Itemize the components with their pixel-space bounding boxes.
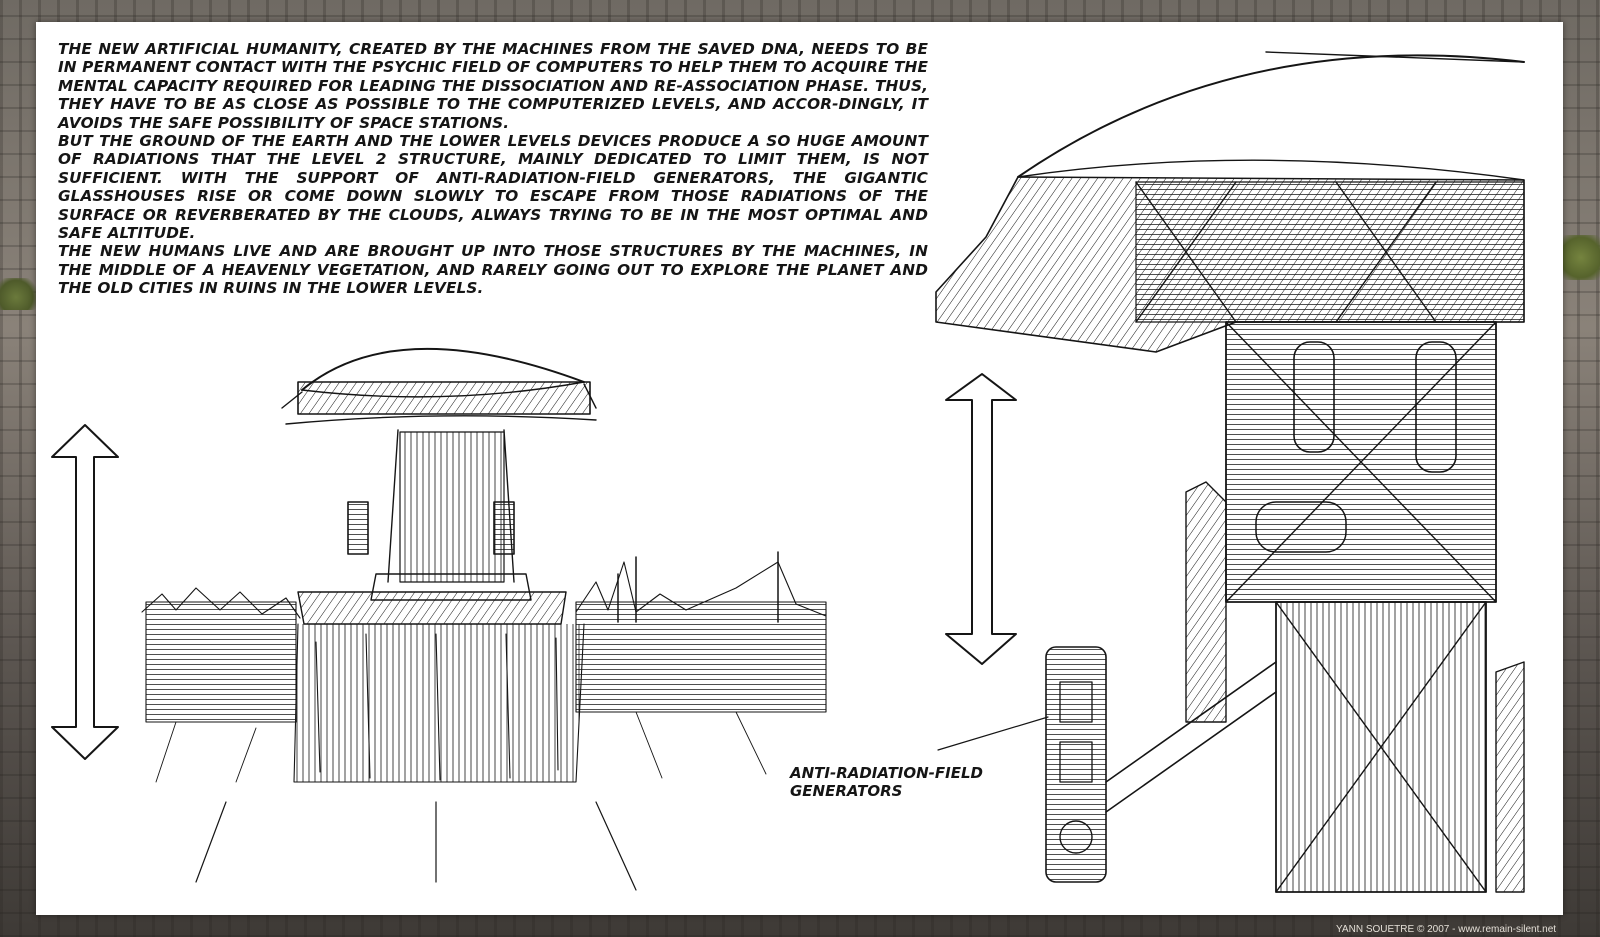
generator-annotation: ANTI-RADIATION-FIELD GENERATORS bbox=[790, 764, 983, 800]
altitude-arrow-left bbox=[51, 424, 119, 760]
background-foliage-left bbox=[0, 278, 40, 310]
story-paragraph: THE NEW ARTIFICIAL HUMANITY, CREATED BY … bbox=[58, 40, 928, 132]
artist-credit: YANN SOUETRE © 2007 - www.remain-silent.… bbox=[1336, 924, 1557, 935]
altitude-arrow-middle bbox=[945, 373, 1017, 665]
annotation-line-2: GENERATORS bbox=[790, 782, 903, 800]
sketch-drawing bbox=[51, 51, 1525, 893]
generator-pod bbox=[1045, 646, 1107, 883]
ruined-city bbox=[141, 551, 827, 891]
story-paragraph: THE NEW HUMANS LIVE AND ARE BROUGHT UP I… bbox=[58, 242, 928, 298]
story-paragraph: BUT THE GROUND OF THE EARTH AND THE LOWE… bbox=[58, 132, 928, 243]
glasshouse-small bbox=[281, 348, 597, 625]
annotation-leader-line bbox=[937, 716, 1049, 751]
glasshouse-large bbox=[935, 51, 1525, 893]
story-text: THE NEW ARTIFICIAL HUMANITY, CREATED BY … bbox=[58, 40, 928, 298]
annotation-line-1: ANTI-RADIATION-FIELD bbox=[790, 764, 983, 782]
